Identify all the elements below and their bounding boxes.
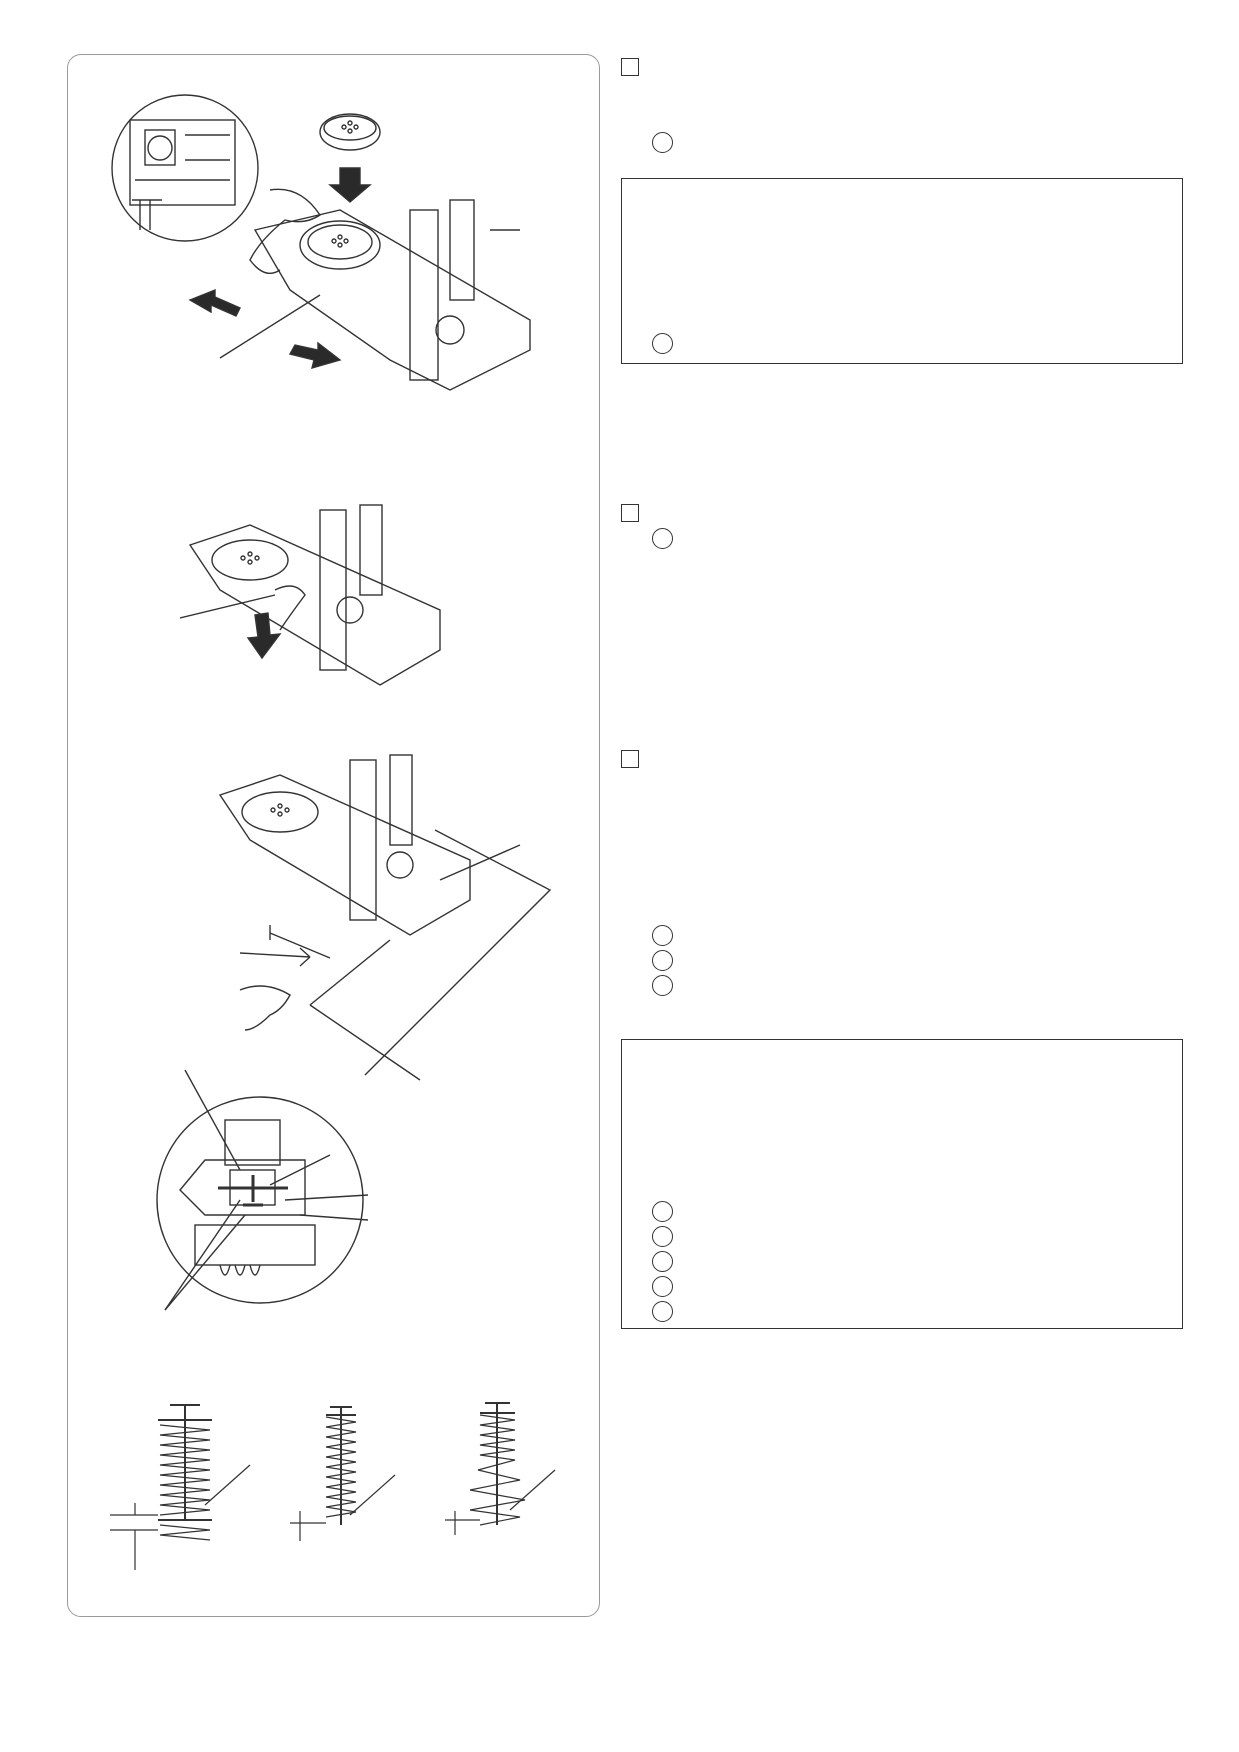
step-1-sub-marker [652,132,673,153]
note-1-marker [652,333,673,354]
step-2-marker [621,504,639,522]
note-2-marker-2 [652,1226,673,1247]
inset-detail-circle [111,94,259,242]
illustration-panel [67,54,600,1617]
step-3-sub-marker-3 [652,975,673,996]
note-2-marker-5 [652,1301,673,1322]
note-2-marker-1 [652,1201,673,1222]
step-1-marker [621,58,639,76]
inset-foot-outline [129,119,236,206]
note-2-marker-4 [652,1276,673,1297]
stitch-samples-illustration [110,1395,580,1605]
step-3-marker [621,750,639,768]
button-holder-illustration [90,90,590,440]
fabric-placement-illustration [210,750,570,1090]
foot-closeup-illustration [130,1060,390,1320]
step-3-sub-marker-2 [652,950,673,971]
step-2-sub-marker [652,528,673,549]
note-box-1 [621,178,1183,364]
lever-pull-illustration [180,500,500,710]
step-3-sub-marker-1 [652,925,673,946]
note-2-marker-3 [652,1251,673,1272]
note-box-2 [621,1039,1183,1329]
